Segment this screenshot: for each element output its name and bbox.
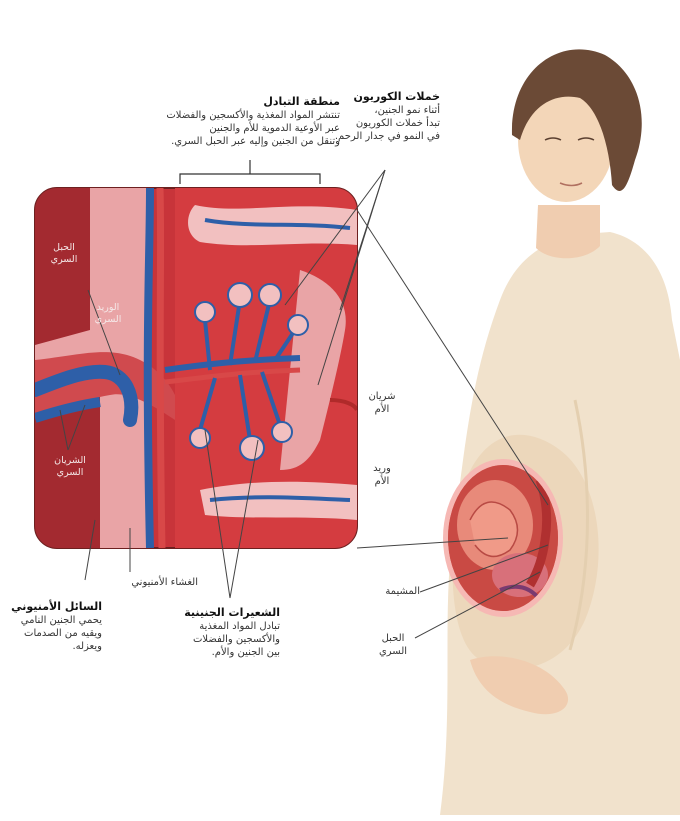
chorionic-villi-title: خملات الكوريون	[320, 90, 440, 104]
label-fetal-capillaries: الشعيرات الجنينية تبادل المواد المغذية و…	[175, 606, 280, 659]
maternal-artery-line1: شريان	[362, 390, 402, 403]
fetal-capillaries-line2: والأكسجين والفضلات	[175, 633, 280, 646]
placenta-text: المشيمة	[372, 585, 420, 598]
label-umbilical-vein: الوريد السري	[84, 302, 132, 327]
maternal-vein-line2: الأم	[362, 475, 402, 488]
exchange-zone-bracket	[180, 160, 320, 184]
chorionic-villi-line2: تبدأ خملات الكوريون	[320, 117, 440, 130]
umbilical-cord-line1: الحبل	[372, 632, 414, 645]
exchange-zone-title: منطقة التبادل	[128, 95, 340, 109]
label-maternal-artery: شريان الأم	[362, 390, 402, 416]
umbilical-artery-line2: السري	[44, 467, 96, 479]
umbilical-vein-line1: الوريد	[84, 302, 132, 314]
label-maternal-vein: وريد الأم	[362, 462, 402, 488]
fetal-capillaries-line1: تبادل المواد المغذية	[175, 620, 280, 633]
fetal-capillaries-title: الشعيرات الجنينية	[175, 606, 280, 620]
label-chorionic-villi: خملات الكوريون أثناء نمو الجنين، تبدأ خم…	[320, 90, 440, 143]
label-amniotic-fluid: السائل الأمنيوني يحمي الجنين النامي ويقي…	[10, 600, 102, 653]
chorionic-villi-line3: في النمو في جدار الرحم.	[320, 130, 440, 143]
umbilical-vein-line2: السري	[84, 314, 132, 326]
umbilical-artery-line1: الشريان	[44, 455, 96, 467]
umbilical-cord-line2: السري	[372, 645, 414, 658]
amniotic-membrane-text: الغشاء الأمنيوني	[108, 576, 198, 589]
fetal-capillaries-line3: بين الجنين والأم.	[175, 646, 280, 659]
exchange-zone-line3: وتنقل من الجنين وإليه عبر الحبل السري.	[128, 135, 340, 148]
chorionic-villi-line1: أثناء نمو الجنين،	[320, 104, 440, 117]
amniotic-fluid-line1: يحمي الجنين النامي	[10, 614, 102, 627]
label-umbilical-cord-inset: الحبل السري	[40, 242, 88, 267]
amniotic-fluid-line2: ويقيه من الصدمات	[10, 627, 102, 640]
amniotic-fluid-title: السائل الأمنيوني	[10, 600, 102, 614]
amniotic-fluid-line3: ويعزله.	[10, 640, 102, 653]
exchange-zone-line2: عبر الأوعية الدموية للأم والجنين	[128, 122, 340, 135]
label-umbilical-artery: الشريان السري	[44, 455, 96, 480]
maternal-artery-line2: الأم	[362, 403, 402, 416]
maternal-vein-line1: وريد	[362, 462, 402, 475]
label-placenta: المشيمة	[372, 585, 420, 598]
label-umbilical-cord: الحبل السري	[372, 632, 414, 658]
pregnant-woman-figure	[440, 49, 680, 815]
exchange-zone-line1: تنتشر المواد المغذية والأكسجين والفضلات	[128, 109, 340, 122]
umbilical-cord-inset-line2: السري	[40, 254, 88, 266]
label-exchange-zone: منطقة التبادل تنتشر المواد المغذية والأك…	[128, 95, 340, 148]
label-amniotic-membrane: الغشاء الأمنيوني	[108, 576, 198, 589]
umbilical-cord-inset-line1: الحبل	[40, 242, 88, 254]
